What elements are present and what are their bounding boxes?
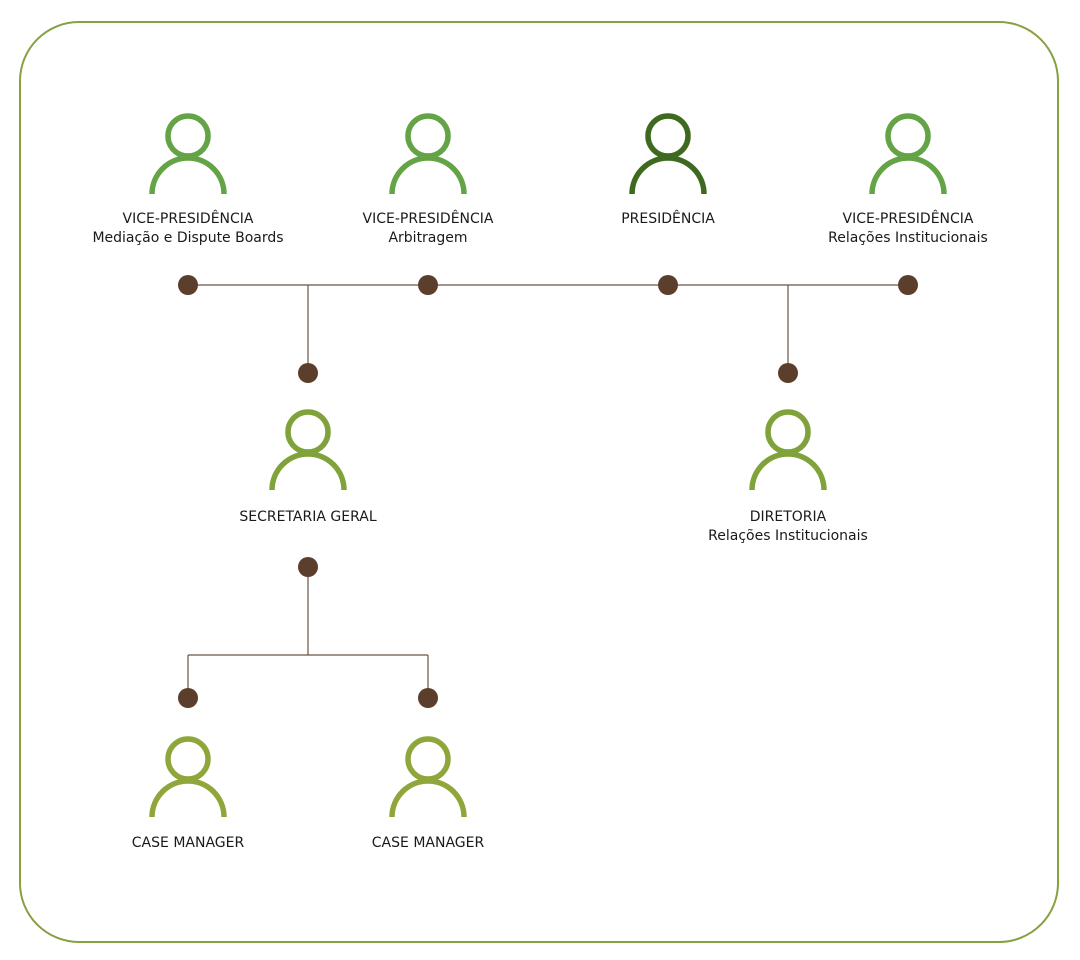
person-icon bbox=[388, 735, 468, 819]
node-vp-arbitragem: VICE-PRESIDÊNCIA Arbitragem bbox=[298, 210, 558, 248]
node-title: VICE-PRESIDÊNCIA bbox=[362, 211, 494, 227]
node-dot bbox=[178, 275, 198, 295]
diagram-frame bbox=[19, 21, 1059, 943]
node-title: CASE MANAGER bbox=[371, 835, 485, 851]
node-diretoria: DIRETORIA Relações Institucionais bbox=[658, 508, 918, 546]
node-presidencia: PRESIDÊNCIA bbox=[538, 210, 798, 229]
person-icon bbox=[748, 408, 828, 492]
node-dot bbox=[658, 275, 678, 295]
node-subtitle: Arbitragem bbox=[388, 230, 468, 246]
node-dot bbox=[898, 275, 918, 295]
node-title: VICE-PRESIDÊNCIA bbox=[122, 211, 254, 227]
node-vp-relacoes: VICE-PRESIDÊNCIA Relações Institucionais bbox=[778, 210, 1038, 248]
node-dot bbox=[298, 557, 318, 577]
node-dot bbox=[178, 688, 198, 708]
node-subtitle: Relações Institucionais bbox=[708, 528, 868, 544]
node-dot bbox=[418, 688, 438, 708]
node-dot bbox=[298, 363, 318, 383]
node-case-manager-1: CASE MANAGER bbox=[58, 834, 318, 853]
node-title: DIRETORIA bbox=[749, 509, 827, 525]
person-icon bbox=[268, 408, 348, 492]
person-icon bbox=[628, 112, 708, 196]
person-icon bbox=[868, 112, 948, 196]
node-title: CASE MANAGER bbox=[131, 835, 245, 851]
node-title: PRESIDÊNCIA bbox=[621, 211, 715, 227]
node-subtitle: Mediação e Dispute Boards bbox=[92, 230, 284, 246]
node-title: VICE-PRESIDÊNCIA bbox=[842, 211, 974, 227]
person-icon bbox=[148, 112, 228, 196]
node-secretaria: SECRETARIA GERAL bbox=[178, 508, 438, 527]
node-dot bbox=[778, 363, 798, 383]
person-icon bbox=[148, 735, 228, 819]
node-case-manager-2: CASE MANAGER bbox=[298, 834, 558, 853]
node-vp-mediacao: VICE-PRESIDÊNCIA Mediação e Dispute Boar… bbox=[58, 210, 318, 248]
node-subtitle: Relações Institucionais bbox=[828, 230, 988, 246]
node-title: SECRETARIA GERAL bbox=[239, 509, 377, 525]
node-dot bbox=[418, 275, 438, 295]
person-icon bbox=[388, 112, 468, 196]
